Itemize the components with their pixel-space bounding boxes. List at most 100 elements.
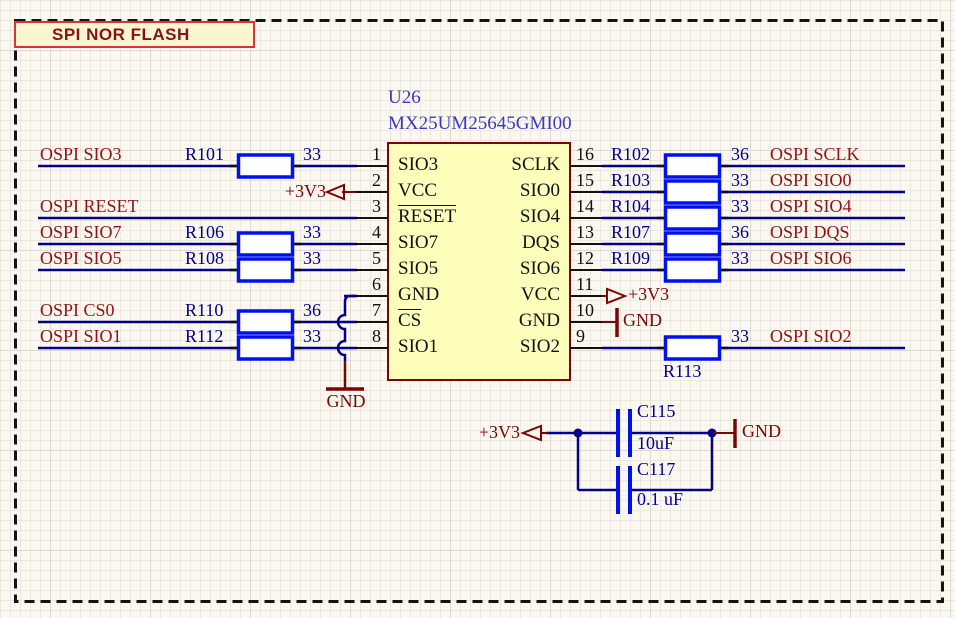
resistor-body-r113 — [663, 335, 722, 361]
pin-number-8: 8 — [372, 326, 381, 346]
resistor-value-r113[interactable]: 33 — [731, 326, 749, 346]
capacitor-value-c115[interactable]: 10uF — [637, 433, 675, 453]
resistor-designator-r102[interactable]: R102 — [611, 144, 651, 164]
pin-number-15: 15 — [576, 170, 594, 190]
pin-name-dqs: DQS — [521, 232, 560, 253]
resistor-value-r102[interactable]: 36 — [731, 144, 749, 164]
capacitor-plates[interactable] — [616, 409, 632, 514]
pin-name-sio5: SIO5 — [398, 258, 439, 279]
sheet-title-block: SPI NOR FLASH — [14, 21, 255, 48]
resistor-body-r110 — [236, 309, 295, 335]
gnd-label-pin10[interactable]: GND — [623, 310, 662, 330]
pin-name-sio1: SIO1 — [398, 336, 439, 357]
net-label-ospi-sio6[interactable]: OSPI SIO6 — [770, 248, 852, 268]
capacitor-designator-c115[interactable]: C115 — [637, 401, 676, 421]
capacitor-designator-c117[interactable]: C117 — [637, 459, 676, 479]
power-3v3-arrow-icon — [324, 183, 345, 201]
pin-number-6: 6 — [372, 274, 381, 294]
net-label-ospi-sio5[interactable]: OSPI SIO5 — [40, 248, 122, 268]
power-label-3v3-pin2[interactable]: +3V3 — [284, 181, 326, 201]
resistor-value-r112[interactable]: 33 — [303, 326, 321, 346]
resistor-body-r107 — [663, 231, 722, 257]
pin-number-7: 7 — [372, 300, 381, 320]
resistor-body-r109 — [663, 257, 722, 283]
resistor-value-r106[interactable]: 33 — [303, 222, 321, 242]
pin-number-2: 2 — [372, 170, 381, 190]
resistor-designator-r103[interactable]: R103 — [611, 170, 651, 190]
net-label-ospi-dqs[interactable]: OSPI DQS — [770, 222, 850, 242]
pin-number-10: 10 — [576, 300, 594, 320]
ic-body[interactable] — [387, 142, 571, 381]
net-label-ospi-sio3[interactable]: OSPI SIO3 — [40, 144, 122, 164]
power-label-3v3-pin11[interactable]: +3V3 — [628, 284, 670, 304]
net-label-ospi-sclk[interactable]: OSPI SCLK — [770, 144, 860, 164]
power-label-3v3-caps[interactable]: +3V3 — [478, 422, 520, 442]
gnd-hook-wire — [336, 294, 357, 361]
resistor-designator-r113[interactable]: R113 — [663, 361, 702, 381]
resistor-body-r112 — [236, 335, 295, 361]
pin-name-sio4: SIO4 — [519, 206, 560, 227]
resistor-value-r108[interactable]: 33 — [303, 248, 321, 268]
resistor-value-r101[interactable]: 33 — [303, 144, 321, 164]
resistor-value-r103[interactable]: 33 — [731, 170, 749, 190]
resistor-body-r104 — [663, 205, 722, 231]
pin-name-gnd: GND — [398, 284, 440, 305]
net-label-ospi-sio2[interactable]: OSPI SIO2 — [770, 326, 852, 346]
resistor-body-r101 — [236, 153, 295, 179]
pin-name-sio3: SIO3 — [398, 154, 439, 175]
pin-name-reset: RESET — [398, 206, 457, 227]
pin-number-3: 3 — [372, 196, 381, 216]
resistor-designator-r110[interactable]: R110 — [185, 300, 224, 320]
power-3v3-arrow-icon — [606, 287, 628, 305]
net-label-ospi-sio1[interactable]: OSPI SIO1 — [40, 326, 122, 346]
pin-number-1: 1 — [372, 144, 381, 164]
ic-pin-stubs — [356, 165, 602, 349]
resistor-designator-r108[interactable]: R108 — [185, 248, 225, 268]
ic-designator[interactable]: U26 — [388, 87, 421, 108]
junction-dots — [573, 428, 717, 438]
capacitor-value-c117[interactable]: 0.1 uF — [637, 489, 684, 509]
power-3v3-arrow-icon — [520, 424, 542, 442]
resistor-value-r110[interactable]: 36 — [303, 300, 321, 320]
pin-name-gnd2: GND — [518, 310, 560, 331]
ground-symbols[interactable] — [326, 308, 737, 448]
resistor-body-r103 — [663, 179, 722, 205]
gnd-label-caps[interactable]: GND — [742, 421, 781, 441]
pin-number-11: 11 — [576, 274, 594, 294]
pin-name-vcc: VCC — [398, 180, 438, 201]
pin-number-12: 12 — [576, 248, 594, 268]
resistor-body-r102 — [663, 153, 722, 179]
ic-part-number[interactable]: MX25UM25645GMI00 — [388, 113, 572, 134]
pin-name-sio0: SIO0 — [519, 180, 560, 201]
resistor-designator-r112[interactable]: R112 — [185, 326, 224, 346]
resistor-body-r108 — [236, 257, 295, 283]
gnd-label-pin6[interactable]: GND — [326, 391, 366, 411]
resistor-value-r107[interactable]: 36 — [731, 222, 749, 242]
net-label-ospi-cs0[interactable]: OSPI CS0 — [40, 300, 115, 320]
pin-number-9: 9 — [576, 326, 585, 346]
pin-number-13: 13 — [576, 222, 594, 242]
resistor-designator-r106[interactable]: R106 — [185, 222, 225, 242]
pin-name-vcc2: VCC — [520, 284, 560, 305]
resistor-designator-r107[interactable]: R107 — [611, 222, 651, 242]
resistor-value-r109[interactable]: 33 — [731, 248, 749, 268]
resistor-bodies[interactable] — [236, 153, 722, 361]
pin-number-14: 14 — [576, 196, 594, 216]
pin-name-sio7: SIO7 — [398, 232, 439, 253]
net-label-ospi-sio0[interactable]: OSPI SIO0 — [770, 170, 852, 190]
net-label-ospi-reset[interactable]: OSPI RESET — [40, 196, 139, 216]
pin-number-5: 5 — [372, 248, 381, 268]
pin-name-sio2: SIO2 — [519, 336, 560, 357]
resistor-value-r104[interactable]: 33 — [731, 196, 749, 216]
net-label-ospi-sio4[interactable]: OSPI SIO4 — [770, 196, 852, 216]
resistor-designator-r101[interactable]: R101 — [185, 144, 225, 164]
pin-number-4: 4 — [372, 222, 381, 242]
resistor-designator-r109[interactable]: R109 — [611, 248, 651, 268]
net-label-ospi-sio7[interactable]: OSPI SIO7 — [40, 222, 122, 242]
resistor-designator-r104[interactable]: R104 — [611, 196, 651, 216]
pin-name-sclk: SCLK — [511, 154, 560, 175]
power-symbols[interactable] — [324, 183, 628, 442]
resistor-body-r106 — [236, 231, 295, 257]
